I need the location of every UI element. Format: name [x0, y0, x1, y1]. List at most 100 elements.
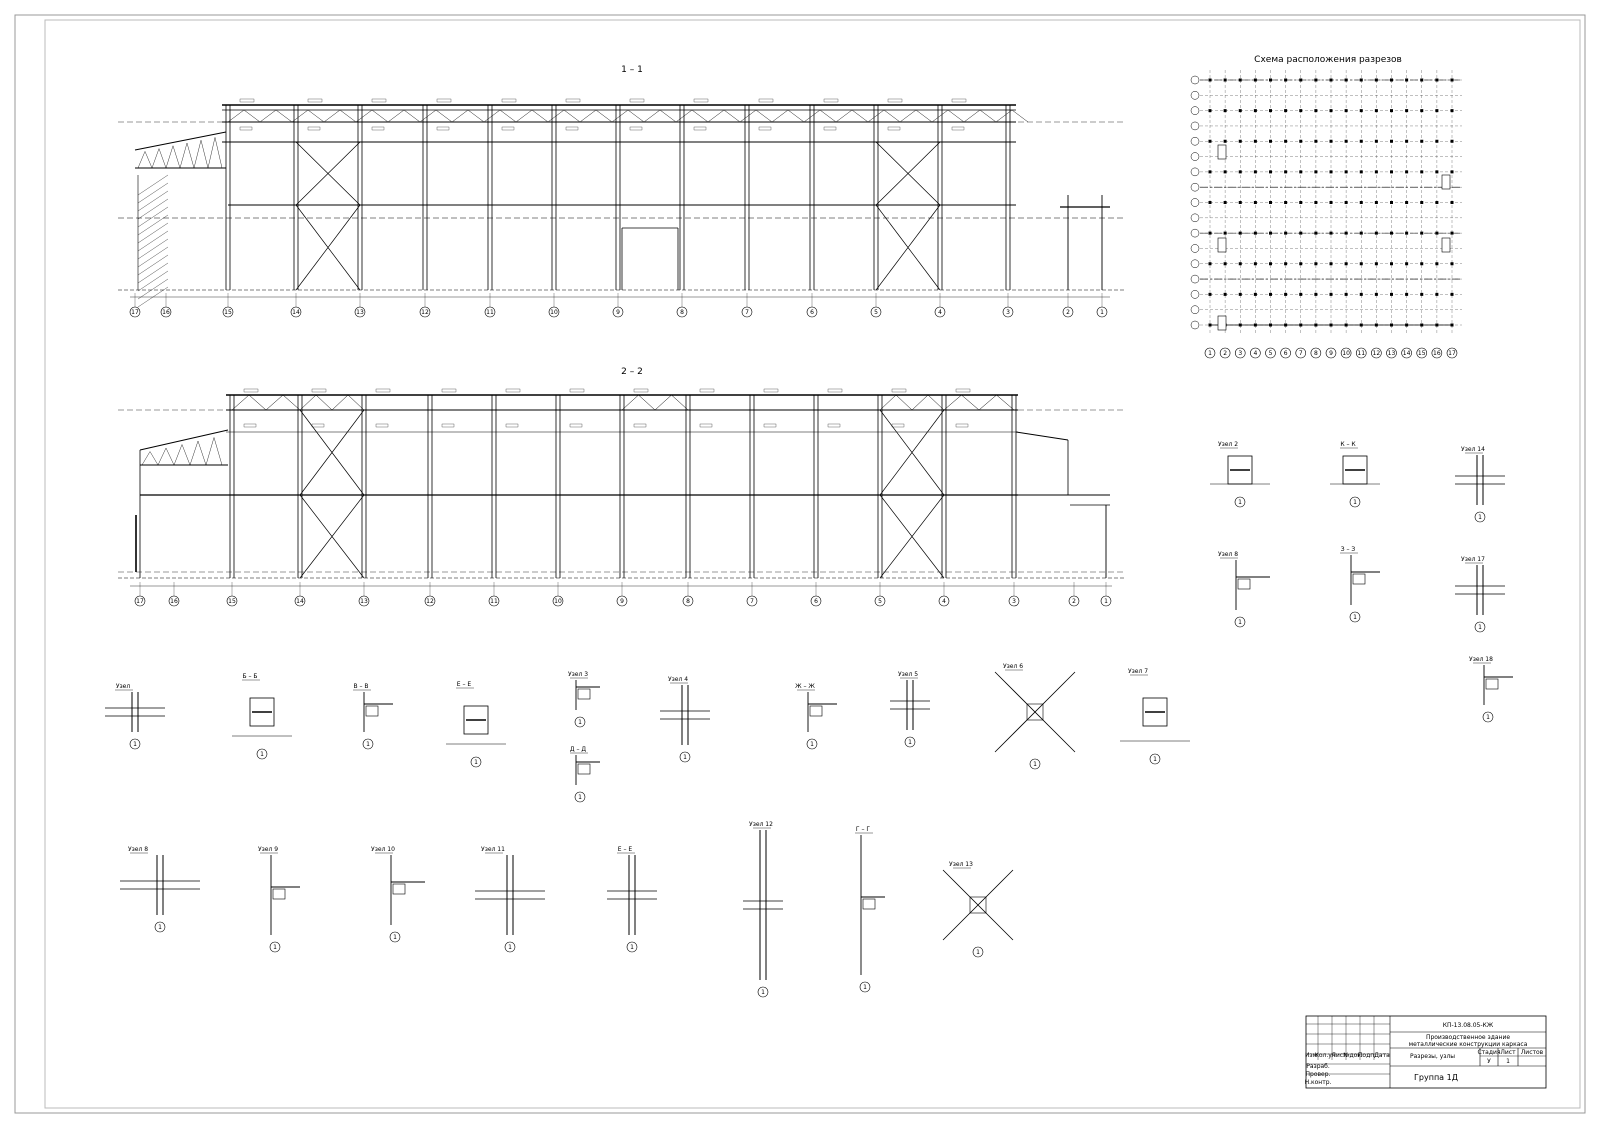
plan-column — [1284, 323, 1288, 327]
hatch — [137, 230, 169, 252]
plan-column — [1374, 292, 1378, 296]
canopy-chord — [139, 429, 229, 451]
axis-1-5-bubble — [870, 306, 882, 318]
detail-mid-7: Узел 51 — [890, 671, 930, 748]
detail-title: Узел 17 — [1461, 556, 1485, 563]
hatch — [137, 238, 169, 260]
detail-right-0: Узел 2 1 — [1210, 441, 1270, 508]
plan-column — [1253, 262, 1257, 266]
detail-mid-4: Узел 31 — [568, 671, 600, 728]
detail-ref-bubble — [470, 756, 482, 768]
title-block: Изм.Кол.учЛист№док.Подп.ДатаРазраб.Прове… — [1305, 1015, 1547, 1089]
axis-1-9-bubble — [612, 306, 624, 318]
plan-axis-row-bubble — [1190, 137, 1200, 146]
detail-ref-bubble — [256, 748, 268, 760]
plan-column — [1435, 170, 1439, 174]
detail-ref-bubble — [1234, 616, 1246, 628]
plan-column — [1420, 201, 1424, 204]
axis-1-13-label: 13 — [356, 309, 364, 316]
title-block-sheets-label: Листов — [1521, 1049, 1544, 1056]
plan-column — [1359, 170, 1363, 174]
plan-column — [1329, 78, 1333, 82]
annotation-mark — [891, 388, 907, 393]
plan-column — [1238, 323, 1242, 327]
canopy-web — [186, 142, 195, 169]
truss-web — [627, 109, 645, 123]
detail-ref-label: 1 — [683, 754, 687, 761]
plate — [1142, 697, 1168, 727]
annotation-mark — [307, 98, 323, 103]
detail-ref-bubble — [626, 941, 638, 953]
detail-ref-label: 1 — [578, 794, 582, 801]
hatch — [137, 254, 169, 276]
axis-2-13-label: 13 — [360, 598, 368, 605]
axis-1-6-label: 6 — [810, 309, 814, 316]
truss-web — [996, 394, 1015, 411]
axis-2-6-label: 6 — [814, 598, 818, 605]
plan-column — [1284, 201, 1288, 204]
plan-column — [1435, 201, 1439, 204]
truss-web — [403, 109, 421, 123]
detail-title: Узел 11 — [481, 846, 505, 853]
plan-column — [1435, 109, 1439, 113]
plate — [577, 688, 591, 700]
truss-web — [248, 394, 267, 411]
detail-ref-label: 1 — [1478, 514, 1482, 521]
axis-2-8-bubble — [682, 595, 694, 607]
truss-web — [451, 109, 469, 123]
plan-column — [1253, 109, 1257, 113]
plan-column — [1238, 78, 1242, 82]
truss-web — [895, 394, 913, 411]
plan-column — [1269, 292, 1272, 296]
annotation-mark — [699, 388, 715, 393]
plan-column — [1390, 78, 1393, 82]
truss-web — [671, 394, 689, 411]
detail-bottom-1: Узел 91 — [258, 846, 300, 953]
detail-title: В – В — [353, 683, 368, 690]
plan-column — [1435, 323, 1439, 327]
canopy-web — [158, 148, 167, 169]
detail-ref-label: 1 — [1486, 714, 1490, 721]
hatch — [137, 246, 169, 268]
detail-title: Узел 13 — [949, 861, 973, 868]
axis-1-9-label: 9 — [616, 309, 620, 316]
plan-column — [1405, 109, 1409, 113]
plan-column — [1435, 231, 1439, 235]
tb-col-3: №док. — [1343, 1052, 1363, 1059]
plan-column — [1420, 170, 1424, 174]
plan-column — [1223, 231, 1227, 235]
section-2-title: 2 – 2 — [621, 367, 643, 377]
detail-ref-bubble — [1149, 753, 1161, 765]
plate — [392, 883, 406, 895]
plan-column — [1238, 231, 1242, 235]
detail-bottom-7: Узел 131 — [942, 861, 1014, 958]
truss-web — [787, 109, 805, 123]
plan-column — [1405, 323, 1409, 327]
plan-column — [1253, 78, 1257, 82]
plan-column — [1269, 78, 1272, 82]
plan-column — [1344, 231, 1348, 235]
annotation-mark — [501, 98, 517, 103]
plan-column — [1405, 292, 1409, 296]
axis-1-6-bubble — [806, 306, 818, 318]
annotation-mark — [565, 98, 581, 103]
detail-title: Узел 2 — [1218, 441, 1238, 448]
plan-column — [1208, 231, 1212, 235]
plan-column — [1314, 139, 1318, 143]
title-block-stage-value: У — [1487, 1058, 1491, 1065]
plan-marker — [1217, 237, 1227, 253]
plan-column — [1284, 109, 1288, 113]
tb-col-4: Подп. — [1358, 1052, 1376, 1059]
plan-column — [1253, 323, 1257, 327]
plan-column — [1374, 262, 1378, 266]
plan-axis-11-bubble — [1355, 347, 1367, 359]
plan-column — [1299, 323, 1303, 327]
detail-ref-label: 1 — [1238, 499, 1242, 506]
detail-title: Узел 9 — [258, 846, 278, 853]
brace — [879, 494, 945, 579]
truss-web — [947, 109, 965, 123]
plan-column — [1359, 231, 1363, 235]
axis-1-7-bubble — [741, 306, 753, 318]
plan-column — [1284, 78, 1288, 82]
tb-col-5: Дата — [1374, 1052, 1390, 1059]
